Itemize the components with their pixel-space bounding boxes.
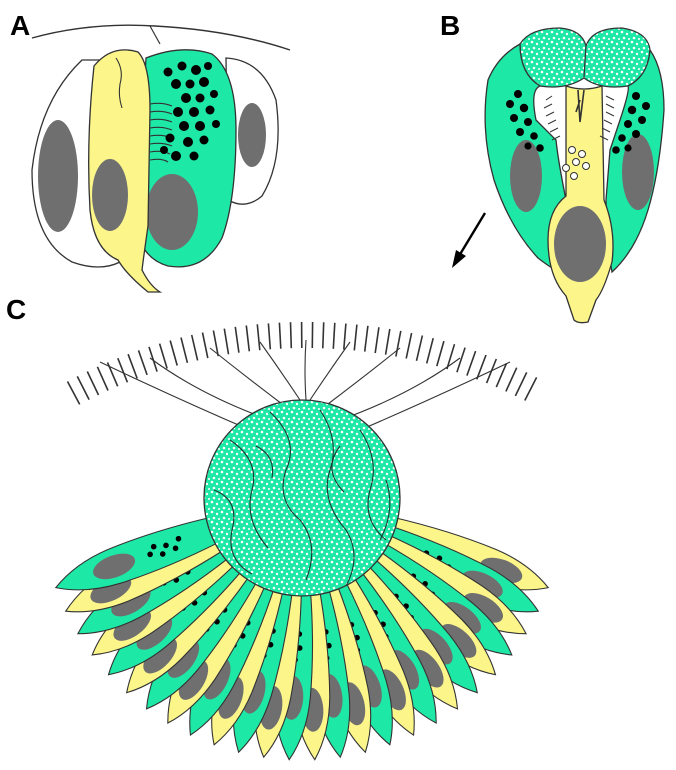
panel-c-cilia-arc (68, 322, 537, 404)
cilium-line (192, 335, 198, 360)
cilium-line (447, 344, 455, 369)
panel-b-drawing (452, 28, 664, 323)
cilium-line (406, 333, 411, 358)
cilium-line (203, 333, 208, 359)
cilium-line (77, 376, 89, 399)
cilium-line (149, 347, 157, 372)
cilium-line (235, 327, 239, 353)
cilium-line (181, 338, 187, 363)
panel-a-drawing (32, 25, 290, 292)
cilium-line (323, 322, 324, 348)
cilium-line (344, 324, 346, 350)
panel-b-yellow-nucleus (554, 206, 606, 282)
panel-a-left-nucleus (38, 120, 78, 232)
panel-a-green-nucleus (146, 174, 198, 250)
cilium-line (525, 377, 537, 400)
cilium-line (365, 326, 368, 352)
cilium-line (515, 372, 526, 396)
cilium-line (68, 382, 80, 405)
cilium-line (333, 323, 335, 349)
cilium-line (87, 372, 98, 396)
cilium-line (246, 326, 249, 352)
cilium-line (417, 336, 423, 361)
cilium-line (467, 351, 476, 376)
cilium-line (160, 344, 168, 369)
panel-c-drawing (49, 322, 554, 761)
cilium-line (257, 324, 260, 350)
cilium-line (279, 323, 280, 349)
panel-a-yellow-nucleus (92, 159, 128, 231)
cilium-line (437, 341, 444, 366)
cilium-line (506, 368, 517, 392)
cilium-line (396, 331, 401, 357)
cilium-line (128, 354, 137, 378)
panel-a-center-notch (150, 26, 160, 44)
panel-b-arrow (452, 213, 485, 268)
panel-a-right-nucleus (238, 103, 266, 167)
panel-b-left-nucleus (510, 140, 542, 212)
cilium-line (268, 323, 270, 349)
cilium-line (170, 341, 177, 366)
panel-label-a: A (10, 12, 30, 40)
cilium-line (354, 325, 357, 351)
cilium-line (386, 329, 390, 355)
panel-label-b: B (440, 12, 460, 40)
cilium-line (427, 338, 434, 363)
cilium-line (291, 322, 292, 348)
cilium-line (97, 367, 108, 391)
panel-c-central-mass (204, 400, 400, 596)
cilium-line (139, 350, 148, 375)
panel-label-c: C (6, 296, 26, 324)
cilium-line (224, 329, 228, 355)
cilium-line (496, 363, 506, 387)
cilium-line (375, 327, 379, 353)
panel-a-surface-line (32, 25, 290, 50)
cilium-line (118, 358, 128, 382)
